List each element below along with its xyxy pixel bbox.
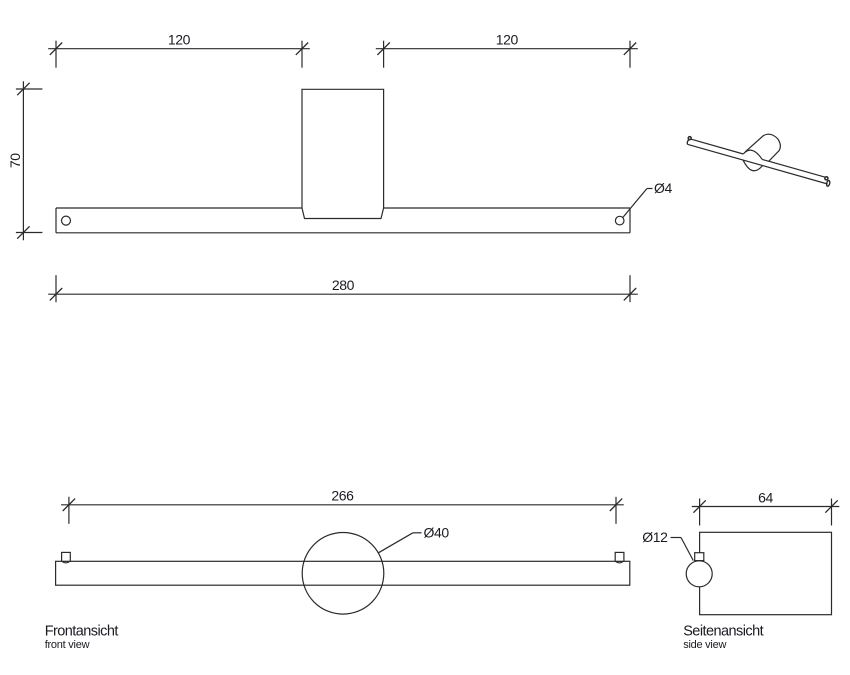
svg-text:120: 120: [168, 32, 191, 48]
svg-text:266: 266: [331, 488, 354, 504]
svg-text:70: 70: [7, 153, 23, 168]
svg-text:120: 120: [496, 32, 519, 48]
svg-text:front view: front view: [45, 639, 90, 651]
svg-text:64: 64: [758, 489, 773, 505]
svg-text:side view: side view: [683, 639, 726, 651]
svg-text:280: 280: [332, 277, 355, 293]
svg-text:Ø4: Ø4: [654, 180, 672, 196]
svg-text:Seitenansicht: Seitenansicht: [683, 624, 763, 640]
svg-text:Ø40: Ø40: [424, 524, 450, 540]
svg-text:Ø12: Ø12: [642, 529, 668, 545]
svg-text:Frontansicht: Frontansicht: [45, 624, 119, 640]
